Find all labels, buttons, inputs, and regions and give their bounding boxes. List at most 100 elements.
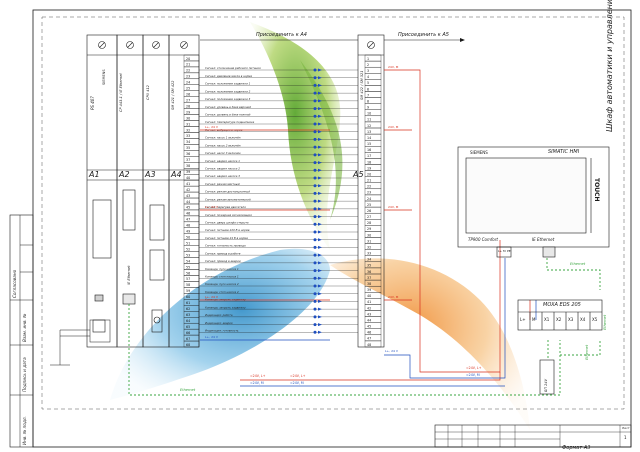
arrow-icon bbox=[318, 284, 322, 288]
module-a5-name: SM 422 / SM 321 bbox=[360, 70, 364, 100]
a5-terminal-number: 1 bbox=[367, 57, 369, 61]
a4-terminal-number: 26 bbox=[186, 93, 190, 97]
stamp-label-inv: Инв. № подл. bbox=[22, 416, 27, 445]
signal-description: Сигнал: привод в аварии bbox=[205, 259, 241, 263]
connection-node bbox=[313, 276, 317, 280]
hmi-power-l: L+ bbox=[498, 249, 503, 253]
a4-terminal-number: 65 bbox=[186, 325, 190, 329]
a4-terminal-number: 67 bbox=[186, 337, 190, 341]
a4-terminal-number: 58 bbox=[186, 283, 190, 287]
signal-label: L+, 24 V bbox=[205, 335, 218, 339]
a5-terminal-number: 39 bbox=[367, 288, 371, 292]
a5-terminal-number: 20 bbox=[367, 172, 371, 176]
arrow-icon bbox=[318, 68, 322, 72]
a5-terminal-number: 42 bbox=[367, 306, 371, 310]
connection-node bbox=[313, 161, 317, 165]
blue-leaf-shape bbox=[110, 248, 330, 400]
arrow-icon bbox=[318, 168, 322, 172]
arrow-icon bbox=[318, 153, 322, 157]
module-a4-name: SM 421 / SM 422 bbox=[171, 80, 175, 110]
a4-terminal-number: 49 bbox=[186, 230, 190, 234]
a5-terminal-number: 3 bbox=[367, 69, 369, 73]
arrow-icon bbox=[318, 299, 322, 303]
arrow-icon bbox=[318, 91, 322, 95]
attach-a5-label: Присоединить к А5 bbox=[398, 32, 449, 38]
a5-terminal-number: 38 bbox=[367, 282, 371, 286]
arrow-icon bbox=[318, 122, 322, 126]
signal-description: Сигнал: режим автоматический bbox=[205, 197, 251, 201]
a4-terminal-number: 54 bbox=[186, 259, 190, 263]
green-leaf-shape bbox=[250, 22, 341, 250]
a5-terminal-number: 10 bbox=[367, 112, 371, 116]
wire-tag: =24V, M bbox=[290, 381, 304, 385]
a5-terminal-number: 25 bbox=[367, 203, 371, 207]
ethernet-label: Ethernet bbox=[585, 344, 589, 360]
arrow-icon bbox=[318, 145, 322, 149]
connection-node bbox=[313, 130, 317, 134]
a5-terminal-number: 40 bbox=[367, 294, 371, 298]
connection-node bbox=[313, 292, 317, 296]
signal-description: Сигнал: перегрев двигателя bbox=[205, 205, 246, 209]
a4-terminal-number: 30 bbox=[186, 116, 190, 120]
a5-terminal-number: 16 bbox=[367, 148, 371, 152]
arrow-icon bbox=[318, 176, 322, 180]
connection-node bbox=[313, 83, 317, 87]
a5-terminal-number: 14 bbox=[367, 136, 371, 140]
signal-description: Сигнал: авария насоса 3 bbox=[205, 174, 240, 178]
screw-icon bbox=[367, 41, 375, 49]
connection-node bbox=[313, 91, 317, 95]
a4-terminal-number: 24 bbox=[186, 81, 190, 85]
signal-label: L+, 24 V bbox=[205, 295, 218, 299]
signal-description: Сигнал: положение задвижки 3 bbox=[205, 97, 251, 101]
arrow-icon bbox=[318, 269, 322, 273]
arrow-icon bbox=[318, 184, 322, 188]
signal-description: Сигнал: уровень в баке нижний bbox=[205, 112, 251, 116]
signal-description: Сигнал: авария насоса 2 bbox=[205, 166, 240, 170]
a4-terminal-number: 53 bbox=[186, 253, 190, 257]
connection-node bbox=[313, 145, 317, 149]
a4-terminal-number: 21 bbox=[186, 63, 190, 67]
connection-node bbox=[313, 307, 317, 311]
screw-icon bbox=[98, 41, 106, 49]
plc-rack bbox=[86, 34, 385, 348]
a5-terminal-number: 15 bbox=[367, 142, 371, 146]
a4-terminal-number: 32 bbox=[186, 128, 190, 132]
a4-terminal-number: 46 bbox=[186, 212, 190, 216]
ethernet-label: Ethernet bbox=[603, 314, 607, 330]
a4-terminal-number: 51 bbox=[186, 241, 190, 245]
connection-node bbox=[313, 168, 317, 172]
power-supply-box bbox=[539, 359, 555, 395]
signal-description: Сигнал: режим дистанционный bbox=[205, 190, 250, 194]
a4-terminal-number: 40 bbox=[186, 176, 190, 180]
connection-node bbox=[313, 153, 317, 157]
a5-terminal-number: 23 bbox=[367, 191, 371, 195]
a5-terminal-number: 27 bbox=[367, 215, 371, 219]
signal-label: L+, 24 V bbox=[205, 125, 218, 129]
a4-terminal-number: 66 bbox=[186, 331, 190, 335]
a5-terminal-number: 17 bbox=[367, 154, 371, 158]
a4-terminal-number: 64 bbox=[186, 319, 190, 323]
signal-description: Сигнал: давление масла в норме bbox=[205, 74, 252, 78]
arrow-icon bbox=[318, 253, 322, 257]
signal-description: Сигнал: авария насоса 1 bbox=[205, 159, 240, 163]
a5-terminal-number: 29 bbox=[367, 227, 371, 231]
a4-terminal-number: 63 bbox=[186, 313, 190, 317]
connection-node bbox=[313, 222, 317, 226]
a5-terminal-strip: 1234567891011121314151617181920212223242… bbox=[364, 54, 382, 348]
moxa-switch bbox=[517, 299, 603, 331]
a5-terminal-number: 24 bbox=[367, 197, 371, 201]
wire-tag: =24V, L+ bbox=[290, 374, 306, 378]
a5-terminal-number: 35 bbox=[367, 264, 371, 268]
bus-label: 24V, M bbox=[388, 125, 399, 129]
switch-port-label: X2 bbox=[556, 317, 562, 322]
arrow-icon bbox=[318, 230, 322, 234]
a5-terminal-number: 18 bbox=[367, 160, 371, 164]
connection-node bbox=[313, 330, 317, 334]
hmi-panel bbox=[457, 146, 610, 258]
stamp-sheet-label: Лист bbox=[622, 426, 630, 430]
signal-description: Сигнал: привод в работе bbox=[205, 251, 241, 255]
a4-terminal-number: 59 bbox=[186, 289, 190, 293]
switch-port-label: L+ bbox=[520, 317, 526, 322]
hmi-model: SIMATIC HMI bbox=[548, 149, 580, 155]
connection-node bbox=[313, 261, 317, 265]
